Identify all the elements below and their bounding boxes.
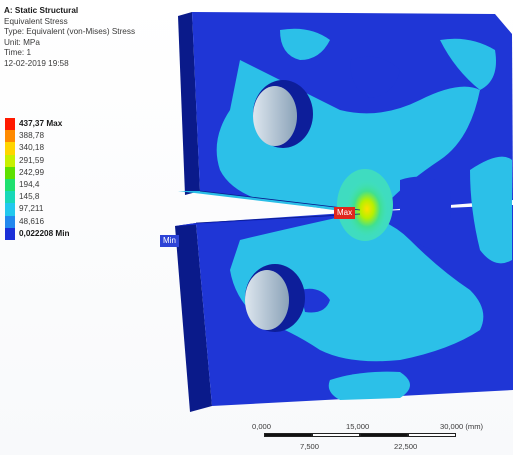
legend-color-swatch [5, 130, 15, 143]
scale-label-top: 0,000 [252, 422, 272, 431]
notch-lower-lip [175, 214, 360, 226]
contour-region-dark-blue [400, 176, 451, 250]
contour-region-dark-blue [300, 288, 330, 313]
scale-segment [264, 433, 312, 437]
scale-segment [360, 433, 408, 437]
crack-edge [199, 190, 361, 211]
legend-value: 388,78 [19, 131, 45, 141]
result-unit: Unit: MPa [4, 37, 40, 47]
legend-color-swatch [5, 118, 15, 131]
stress-hotspot [345, 179, 389, 239]
upper-hole-bore [253, 86, 297, 146]
scale-segment [408, 433, 456, 437]
legend-value: 242,99 [19, 167, 45, 177]
min-probe-label[interactable]: Min [160, 235, 179, 247]
result-info-panel: A: Static Structural Equivalent Stress T… [4, 6, 135, 70]
scale-segment [312, 433, 360, 437]
analysis-title: A: Static Structural [4, 6, 79, 15]
scale-label-top: 15,000 [346, 422, 370, 431]
scale-bar: 0,000 15,000 30,000 (mm) 7,500 22,500 [250, 420, 510, 455]
specimen-side-face-lower [175, 223, 212, 412]
legend-color-swatch [5, 191, 15, 204]
legend-value: 437,37 Max [19, 119, 63, 128]
contour-region-light-blue [280, 28, 330, 60]
scale-label-bottom: 22,500 [394, 442, 418, 451]
specimen-side-face [178, 12, 200, 195]
contour-region-light-blue [440, 38, 496, 90]
legend-value: 340,18 [19, 143, 45, 153]
legend-color-swatch [5, 227, 15, 240]
result-name: Equivalent Stress [4, 16, 68, 26]
legend-color-swatch [5, 215, 15, 228]
lower-hole-bore [245, 270, 289, 330]
legend-value: 97,211 [19, 204, 44, 214]
legend-value: 291,59 [19, 155, 45, 165]
legend-color-swatch [5, 203, 15, 216]
contour-region-light-blue [470, 156, 512, 264]
legend-value: 0,022208 Min [19, 228, 70, 238]
max-probe-label[interactable]: Max [334, 207, 356, 219]
crack-edge [195, 213, 361, 224]
legend-value: 145,8 [19, 192, 40, 202]
legend-color-swatch [5, 166, 15, 179]
result-date: 12-02-2019 19:58 [4, 58, 69, 68]
scale-label-bottom: 7,500 [300, 442, 320, 451]
legend-color-swatch [5, 178, 15, 192]
result-time: Time: 1 [4, 48, 31, 58]
legend-value: 48,616 [19, 216, 45, 226]
contour-region-dark-blue [350, 56, 400, 98]
legend-color-swatch [5, 154, 15, 167]
legend-value: 194,4 [19, 179, 40, 189]
contour-region-light-blue [328, 371, 410, 400]
legend-color-swatch [5, 142, 15, 155]
scale-label-top: 30,000 (mm) [440, 422, 484, 431]
result-type: Type: Equivalent (von-Mises) Stress [4, 27, 136, 37]
